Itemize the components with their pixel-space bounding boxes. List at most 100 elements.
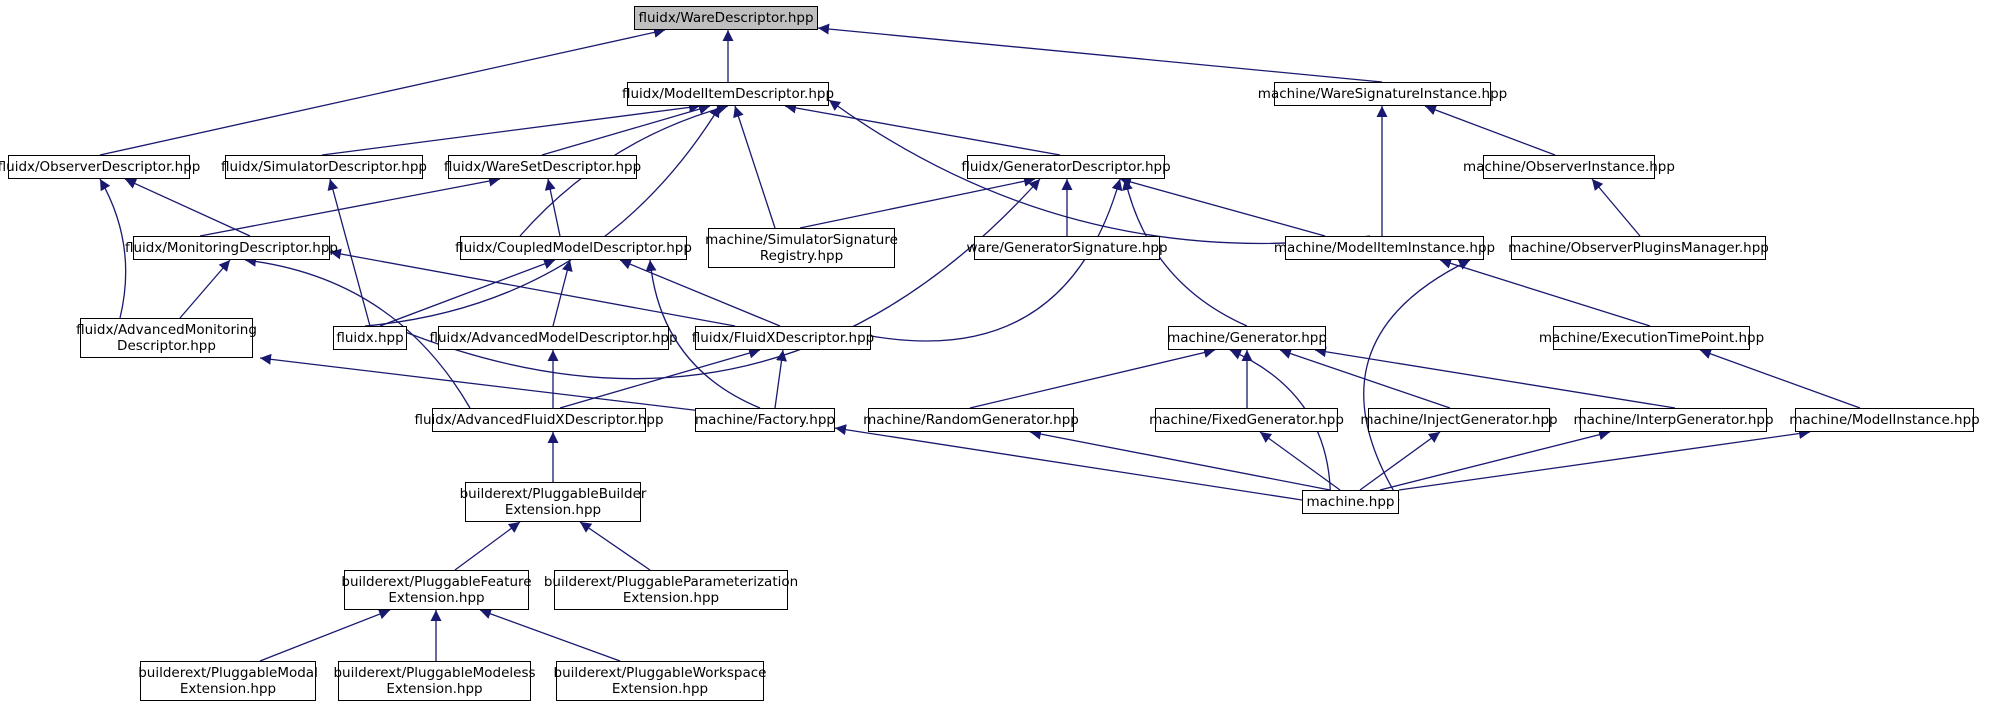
node-advanced-model-descriptor[interactable]: fluidx/AdvancedModelDescriptor.hpp — [430, 326, 678, 350]
edge-model_item_instance-to-generator_descriptor — [1119, 176, 1326, 237]
edge-advanced_fluidx_descriptor-to-fluidx_descriptor — [559, 347, 761, 409]
edge-machine_hpp-to-model_instance — [1398, 428, 1811, 491]
node-label-line: fluidx/SimulatorDescriptor.hpp — [221, 159, 427, 175]
node-label-line: machine/SimulatorSignature — [705, 232, 898, 248]
node-label-line: Descriptor.hpp — [117, 338, 216, 354]
edge-simulator_descriptor-to-model_item_descriptor — [321, 101, 701, 156]
node-label-line: machine/RandomGenerator.hpp — [863, 412, 1079, 428]
node-label-line: machine/ModelItemInstance.hpp — [1273, 240, 1496, 256]
edge-machine_generator-to-generator_descriptor — [1122, 178, 1248, 327]
node-generator-descriptor[interactable]: fluidx/GeneratorDescriptor.hpp — [961, 155, 1171, 179]
node-label-line: machine/ExecutionTimePoint.hpp — [1538, 330, 1765, 346]
node-ware-signature-instance[interactable]: machine/WareSignatureInstance.hpp — [1258, 82, 1507, 106]
edge-fluidx_descriptor-to-generator_descriptor — [870, 178, 1123, 342]
node-fluidx-descriptor[interactable]: fluidx/FluidXDescriptor.hpp — [692, 326, 874, 350]
node-observer-descriptor[interactable]: fluidx/ObserverDescriptor.hpp — [0, 155, 200, 179]
node-simulator-descriptor[interactable]: fluidx/SimulatorDescriptor.hpp — [221, 155, 427, 179]
node-fluidx-hpp[interactable]: fluidx.hpp — [333, 326, 407, 350]
edge-machine_hpp-to-interp_generator — [1379, 429, 1611, 491]
edge-monitoring_descriptor-to-wareset_descriptor — [199, 175, 501, 237]
node-fixed-generator[interactable]: machine/FixedGenerator.hpp — [1149, 408, 1344, 432]
node-label-line: Registry.hpp — [759, 248, 844, 264]
edge-machine_hpp-to-random_generator — [1029, 428, 1331, 491]
node-observer-plugins-manager[interactable]: machine/ObserverPluginsManager.hpp — [1508, 236, 1769, 260]
node-label-line: machine/Factory.hpp — [695, 412, 835, 428]
node-label-line: fluidx/GeneratorDescriptor.hpp — [961, 159, 1171, 175]
node-label-line: fluidx/WareDescriptor.hpp — [638, 10, 814, 26]
node-coupled-model-descriptor[interactable]: fluidx/CoupledModelDescriptor.hpp — [455, 236, 692, 260]
edge-observer_instance-to-ware_signature_instance — [1424, 104, 1556, 156]
node-label-line: fluidx/MonitoringDescriptor.hpp — [125, 240, 338, 256]
node-label-line: builderext/PluggableParameterization — [543, 574, 799, 590]
node-label-line: fluidx/AdvancedModelDescriptor.hpp — [429, 330, 678, 346]
edge-random_generator-to-machine_generator — [969, 347, 1216, 409]
node-wareset-descriptor[interactable]: fluidx/WareSetDescriptor.hpp — [444, 155, 641, 179]
node-label-line: machine/Generator.hpp — [1167, 330, 1327, 346]
node-label-line: machine/FixedGenerator.hpp — [1149, 412, 1344, 428]
node-model-item-instance[interactable]: machine/ModelItemInstance.hpp — [1274, 236, 1495, 260]
edge-interp_generator-to-machine_generator — [1314, 346, 1676, 409]
node-inject-generator[interactable]: machine/InjectGenerator.hpp — [1360, 408, 1558, 432]
node-label-line: machine.hpp — [1306, 494, 1395, 510]
node-label-line: Extension.hpp — [504, 502, 602, 518]
node-monitoring-descriptor[interactable]: fluidx/MonitoringDescriptor.hpp — [125, 236, 338, 260]
edge-advanced_monitoring_descriptor-to-monitoring_descriptor — [179, 259, 231, 319]
edge-fluidx_hpp-to-coupled_model_descriptor — [379, 258, 556, 327]
edge-observer_plugins_manager-to-observer_instance — [1591, 178, 1641, 237]
node-random-generator[interactable]: machine/RandomGenerator.hpp — [863, 408, 1079, 432]
edge-observer_descriptor-to-ware_descriptor — [99, 27, 666, 156]
edge-machine_hpp-to-model_item_instance — [1363, 259, 1471, 501]
edge-pluggable_workspace_extension-to-pluggable_feature_extension — [479, 608, 621, 662]
node-machine-generator[interactable]: machine/Generator.hpp — [1167, 326, 1327, 350]
node-label-line: Extension.hpp — [388, 590, 485, 606]
edge-machine_factory-to-advanced_monitoring_descriptor — [259, 353, 711, 413]
node-interp-generator[interactable]: machine/InterpGenerator.hpp — [1573, 408, 1774, 432]
node-label-line: Extension.hpp — [179, 681, 277, 697]
node-label-line: machine/InjectGenerator.hpp — [1360, 412, 1558, 428]
edge-simulator_signature_registry-to-model_item_descriptor — [733, 105, 776, 229]
node-execution-time-point[interactable]: machine/ExecutionTimePoint.hpp — [1539, 326, 1764, 350]
edge-machine_hpp-to-inject_generator — [1359, 431, 1441, 491]
node-model-item-descriptor[interactable]: fluidx/ModelItemDescriptor.hpp — [622, 82, 834, 106]
edge-fluidx_hpp-to-simulator_descriptor — [327, 178, 371, 327]
node-label-line: fluidx/ObserverDescriptor.hpp — [0, 159, 201, 175]
node-label-line: Extension.hpp — [611, 681, 709, 697]
edge-advanced_model_descriptor-to-coupled_model_descriptor — [552, 259, 573, 327]
node-label-line: fluidx/AdvancedMonitoring — [76, 322, 257, 338]
edge-pluggable_modal_extension-to-pluggable_feature_extension — [259, 608, 391, 662]
edge-pluggable_feature_extension-to-pluggable_builder_extension — [454, 521, 521, 571]
node-label-line: builderext/PluggableBuilder — [459, 486, 647, 502]
node-label-line: builderext/PluggableWorkspace — [553, 665, 767, 681]
node-label-line: machine/InterpGenerator.hpp — [1573, 412, 1774, 428]
node-machine-hpp[interactable]: machine.hpp — [1302, 490, 1399, 514]
node-generator-signature[interactable]: ware/GeneratorSignature.hpp — [966, 236, 1168, 260]
node-label-line: ware/GeneratorSignature.hpp — [966, 240, 1168, 256]
node-observer-instance[interactable]: machine/ObserverInstance.hpp — [1463, 155, 1675, 179]
edge-wareset_descriptor-to-model_item_descriptor — [541, 103, 711, 156]
edge-ware_signature_instance-to-ware_descriptor — [817, 23, 1383, 83]
node-model-instance[interactable]: machine/ModelInstance.hpp — [1789, 408, 1980, 432]
edge-inject_generator-to-machine_generator — [1279, 348, 1451, 409]
node-label-line: builderext/PluggableModal — [138, 665, 318, 681]
edge-fluidx_descriptor-to-monitoring_descriptor — [329, 248, 736, 327]
edge-fluidx_descriptor-to-coupled_model_descriptor — [619, 259, 781, 327]
node-label-line: builderext/PluggableFeature — [341, 574, 532, 590]
node-label-line: fluidx/WareSetDescriptor.hpp — [443, 159, 642, 175]
node-label-line: fluidx.hpp — [336, 330, 404, 346]
edge-coupled_model_descriptor-to-wareset_descriptor — [544, 178, 561, 237]
node-machine-factory[interactable]: machine/Factory.hpp — [695, 408, 835, 432]
edge-fluidx_hpp-to-model_item_descriptor — [364, 105, 721, 327]
edge-advanced_fluidx_descriptor-to-monitoring_descriptor — [244, 255, 471, 409]
node-advanced-fluidx-descriptor[interactable]: fluidx/AdvancedFluidXDescriptor.hpp — [414, 408, 664, 432]
node-label-line: machine/ObserverInstance.hpp — [1463, 159, 1675, 175]
